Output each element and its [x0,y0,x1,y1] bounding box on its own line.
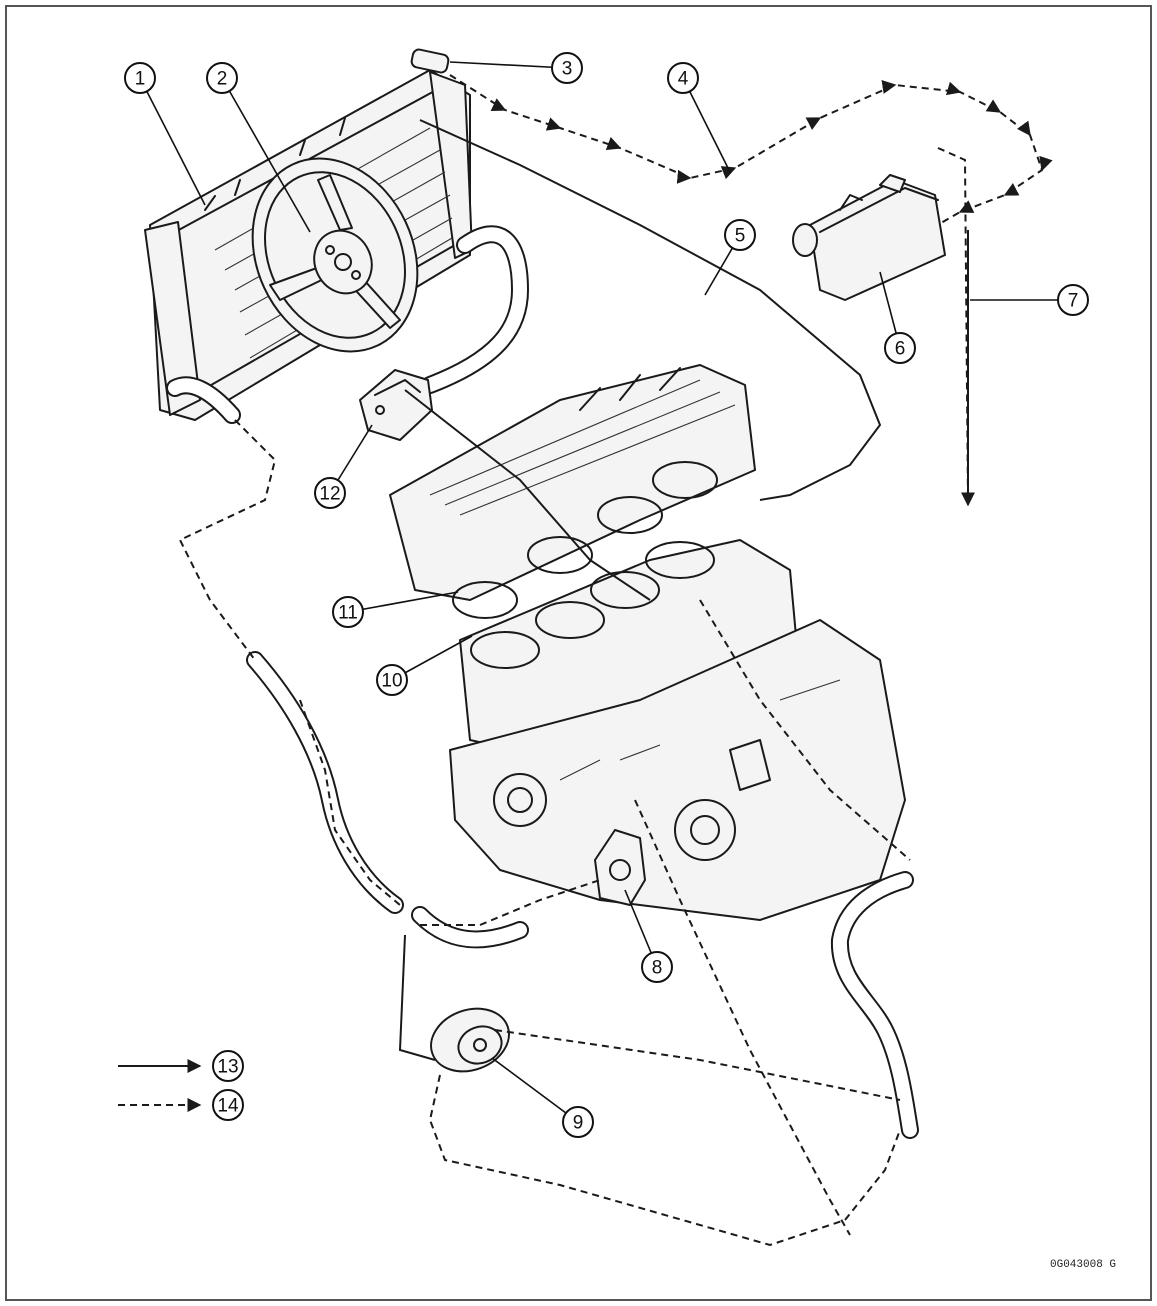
coolant-hose-left [246,651,404,914]
callout-7-circle [1057,284,1089,316]
thermostat-housing [359,369,433,441]
callout-10-label: 10 [381,671,402,692]
flow-to-oil-cooler [398,934,436,1061]
callout-3-circle [551,52,583,84]
radiator-upper-hose [421,225,529,394]
callout-2-label: 2 [217,69,228,90]
callout-7-label: 7 [1068,291,1079,312]
bypass-line [419,119,882,501]
callout-5-label: 5 [735,226,746,247]
callout-1-leader [139,77,206,206]
legend-14-label: 14 [217,1096,239,1117]
coolant-hose-right [830,871,919,1139]
callout-6-label: 6 [895,339,906,360]
callout-6-circle [884,332,916,364]
cooling-fan [251,157,419,353]
flow-thermostat-to-head [404,389,651,601]
callout-10-circle [376,664,408,696]
callout-3-label: 3 [562,59,573,80]
callout-2-leader [221,77,311,233]
callout-8-circle [641,951,673,983]
page-border [5,5,1152,1301]
oil-cooler [430,1007,510,1073]
callout-11-label: 11 [338,603,358,624]
flow-oil-cooler-to-hose [494,1029,901,1101]
flow-left-hose [299,699,401,906]
flow-pump-return [634,799,851,1236]
radiator-lower-hose [166,376,241,424]
callout-8-label: 8 [652,958,663,979]
callout-4-label: 4 [678,69,689,90]
callout-9-leader [491,1057,579,1123]
legend-13-circle [212,1050,244,1082]
callout-4-circle [667,62,699,94]
reservoir-tank [792,174,946,301]
callout-5-circle [724,219,756,251]
flow-to-pump [420,879,601,926]
callout-11-circle [332,596,364,628]
legend: 13 14 [118,1050,244,1121]
callout-3-leader [449,61,568,69]
callout-11-leader [347,591,459,613]
overflow-hose-line [449,74,1053,239]
callout-2-circle [206,62,238,94]
water-pump [594,829,646,906]
coolant-hose-bottom [411,906,529,949]
flow-block-to-right-hose [699,599,911,861]
legend-14-circle [212,1089,244,1121]
reservoir-breather-line [937,147,969,501]
callout-4-leader [682,77,731,173]
flow-radiator-to-hose [178,419,277,661]
callout-1-label: 1 [135,69,146,90]
callout-9-label: 9 [573,1113,584,1134]
callout-9-circle [562,1106,594,1138]
legend-13-label: 13 [217,1057,238,1078]
flow-oil-cooler-return [428,1074,901,1247]
engine-cylinder-head [389,364,756,619]
callout-12-circle [314,477,346,509]
callout-1-circle [124,62,156,94]
callout-12-label: 12 [319,484,340,505]
figure-code: 0G043008 G [1050,1259,1116,1271]
filler-neck [410,48,450,74]
